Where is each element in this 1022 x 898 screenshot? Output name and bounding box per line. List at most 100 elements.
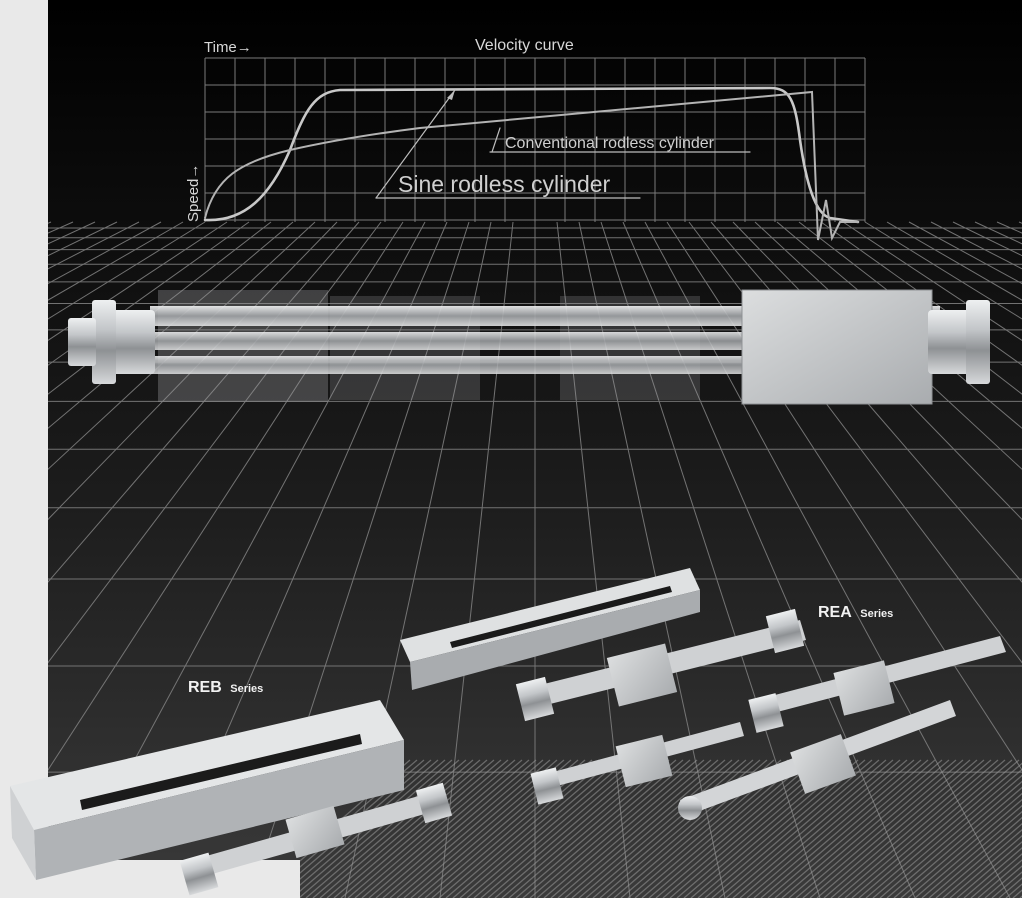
floor-stripe [340,759,502,898]
floor-stripe [438,759,600,898]
floor-stripe [725,759,887,898]
floor-stripe [466,759,628,898]
floor-stripe [970,759,1022,898]
floor-grid-ray [48,221,228,898]
floor-stripe [914,759,1022,898]
floor-stripe [445,759,607,898]
floor-stripe [991,759,1022,898]
floor-stripe [529,759,691,898]
floor-stripe [452,759,614,898]
floor-stripe [949,759,1022,898]
floor-stripe [865,759,1022,898]
floor-stripe [326,759,488,898]
floor-stripe [879,759,1022,898]
floor-stripe [767,759,929,898]
floor-stripe [872,759,1022,898]
floor-stripe [802,759,964,898]
floor-stripe [473,759,635,898]
floor-stripe [389,759,551,898]
floor-stripe [746,759,908,898]
floor-stripe [739,759,901,898]
floor-stripe [823,759,985,898]
floor-stripe [977,759,1022,898]
floor-stripe [487,759,649,898]
floor-grid-ray [842,221,1022,898]
floor-stripe [648,759,810,898]
floor-stripe [578,759,740,898]
floor-stripe [298,759,460,898]
floor-stripe [291,759,453,898]
reb-series-label: REB Series [188,679,263,696]
floor-stripe [963,759,1022,898]
floor-stripe [893,759,1022,898]
floor-stripe [333,759,495,898]
floor-stripe [760,759,922,898]
y-axis-label: Speed→ [185,164,202,222]
floor-stripe [536,759,698,898]
floor-stripe [312,759,474,898]
floor-stripe [641,759,803,898]
floor-stripe [557,759,719,898]
floor-stripe [550,759,712,898]
rea-series-suffix: Series [860,608,893,620]
sine-leader-line [375,89,456,199]
x-axis-label: Time→ [204,39,252,56]
floor-stripe [354,759,516,898]
floor-stripe [662,759,824,898]
floor-stripe [844,759,1006,898]
floor-stripe [921,759,1022,898]
floor-stripe [942,759,1022,898]
product-group-reb [10,700,453,896]
reb-series-name: REB [188,679,222,696]
floor-stripe [956,759,1022,898]
floor-stripe [711,759,873,898]
floor-stripe [382,759,544,898]
floor-grid-ray [0,222,7,898]
conventional-leader-line [491,127,501,153]
chart-title: Velocity curve [475,37,574,54]
conventional-cylinder-curve [204,90,859,242]
floor-stripe [788,759,950,898]
floor-stripe [543,759,705,898]
floor-stripe [522,759,684,898]
floor-stripe [809,759,971,898]
floor-stripe [907,759,1022,898]
floor-stripe [837,759,999,898]
floor-stripe [480,759,642,898]
floor-stripe [655,759,817,898]
floor-stripe [571,759,733,898]
floor-stripe [858,759,1020,898]
sine-arrow-head [447,90,455,100]
floor-stripe [375,759,537,898]
floor-stripe [319,759,481,898]
floor-stripe [585,759,747,898]
floor-stripe [774,759,936,898]
floor-stripe [305,759,467,898]
conventional-cylinder-label: Conventional rodless cylinder [505,135,715,152]
sine-cylinder-label: Sine rodless cylinder [398,171,611,197]
sine-rodless-cylinder-image [68,289,990,405]
floor-stripe [984,759,1022,898]
floor-stripe [816,759,978,898]
floor-stripe [515,759,677,898]
floor-stripe [347,759,509,898]
floor-stripe [935,759,1022,898]
floor-stripe [459,759,621,898]
reb-series-suffix: Series [230,683,263,695]
floor-stripe [753,759,915,898]
floor-stripe [900,759,1022,898]
floor-stripe [851,759,1013,898]
floor-stripe [732,759,894,898]
velocity-curves [203,86,860,242]
diagonal-floor-stripes [249,759,1022,898]
floor-stripe [781,759,943,898]
velocity-chart-grid [204,57,866,222]
sine-cylinder-curve [203,86,860,224]
floor-stripe [361,759,523,898]
floor-stripe [564,759,726,898]
rea-series-label: REA Series [818,604,893,621]
floor-stripe [704,759,866,898]
floor-stripe [886,759,1022,898]
